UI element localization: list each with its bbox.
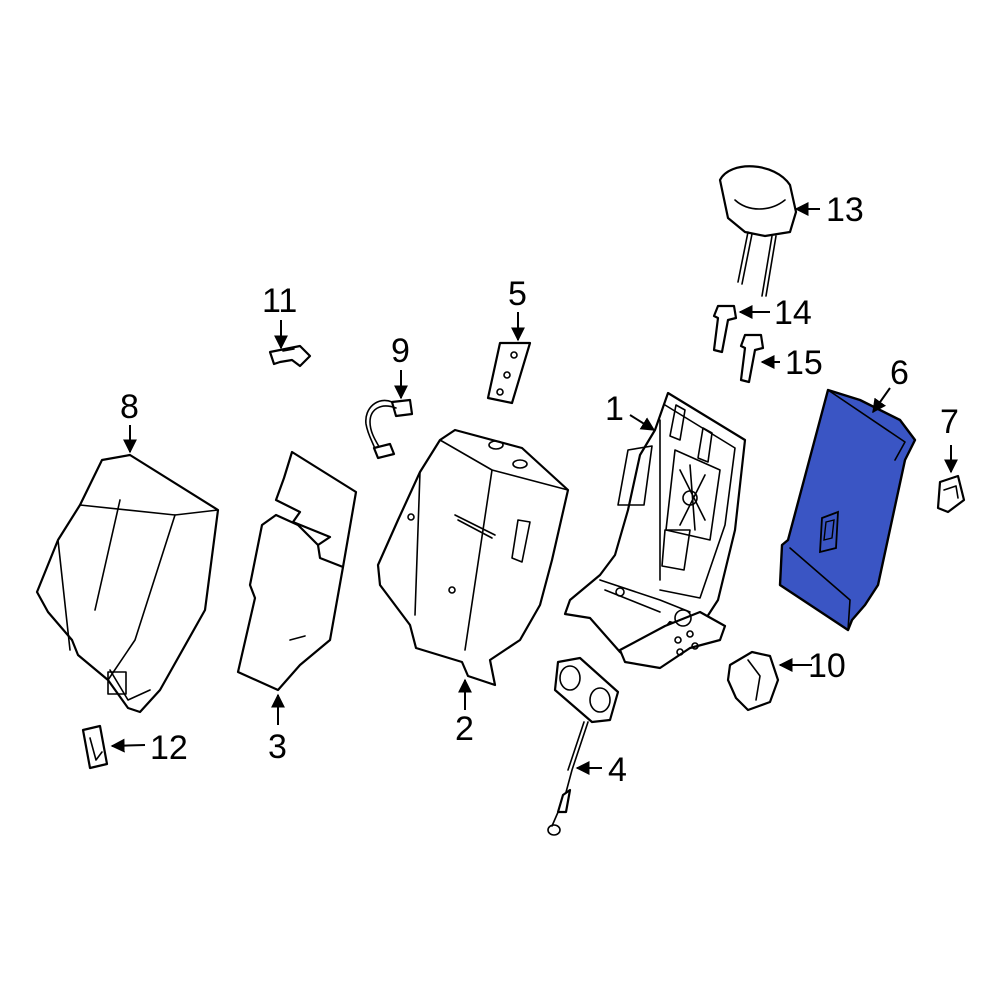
leader-lines — [110, 202, 958, 775]
callout-4: 4 — [608, 751, 627, 789]
leader-1 — [629, 414, 656, 431]
part-6-fill — [778, 388, 917, 632]
part-6-back-panel-highlighted[interactable] — [778, 388, 917, 632]
part-13-headrest[interactable] — [718, 165, 798, 297]
callout-14: 14 — [774, 294, 812, 332]
part-1-frame[interactable] — [563, 391, 747, 670]
callout-1: 1 — [605, 390, 624, 428]
part-3-pad[interactable] — [236, 450, 358, 692]
part-15-guide[interactable] — [739, 333, 765, 384]
part-11-clip[interactable] — [268, 344, 312, 368]
part-4-release-handle[interactable] — [547, 656, 620, 836]
callout-15: 15 — [785, 344, 823, 382]
callout-3: 3 — [268, 728, 287, 766]
callout-12: 12 — [150, 729, 188, 767]
callout-labels: 8 12 3 11 9 5 2 1 4 10 13 14 15 6 7 — [120, 191, 959, 789]
part-9-harness[interactable] — [365, 398, 414, 460]
callout-8: 8 — [120, 388, 139, 426]
leader-6 — [872, 387, 891, 414]
callout-6: 6 — [890, 354, 909, 392]
part-7-clip[interactable] — [936, 474, 966, 514]
callout-9: 9 — [391, 332, 410, 370]
callout-13: 13 — [826, 191, 864, 229]
callout-10: 10 — [808, 647, 846, 685]
part-14-guide[interactable] — [712, 304, 738, 354]
callout-2: 2 — [455, 710, 474, 748]
callout-7: 7 — [940, 403, 959, 441]
part-8-seat-back-cover[interactable] — [35, 453, 220, 714]
leader-12 — [110, 738, 146, 753]
callout-5: 5 — [508, 275, 527, 313]
callout-11: 11 — [262, 282, 297, 320]
part-2-back-panel[interactable] — [376, 428, 570, 687]
part-5-bracket[interactable] — [486, 341, 532, 405]
part-10-cover[interactable] — [726, 650, 780, 712]
part-12-clip[interactable] — [81, 724, 109, 770]
